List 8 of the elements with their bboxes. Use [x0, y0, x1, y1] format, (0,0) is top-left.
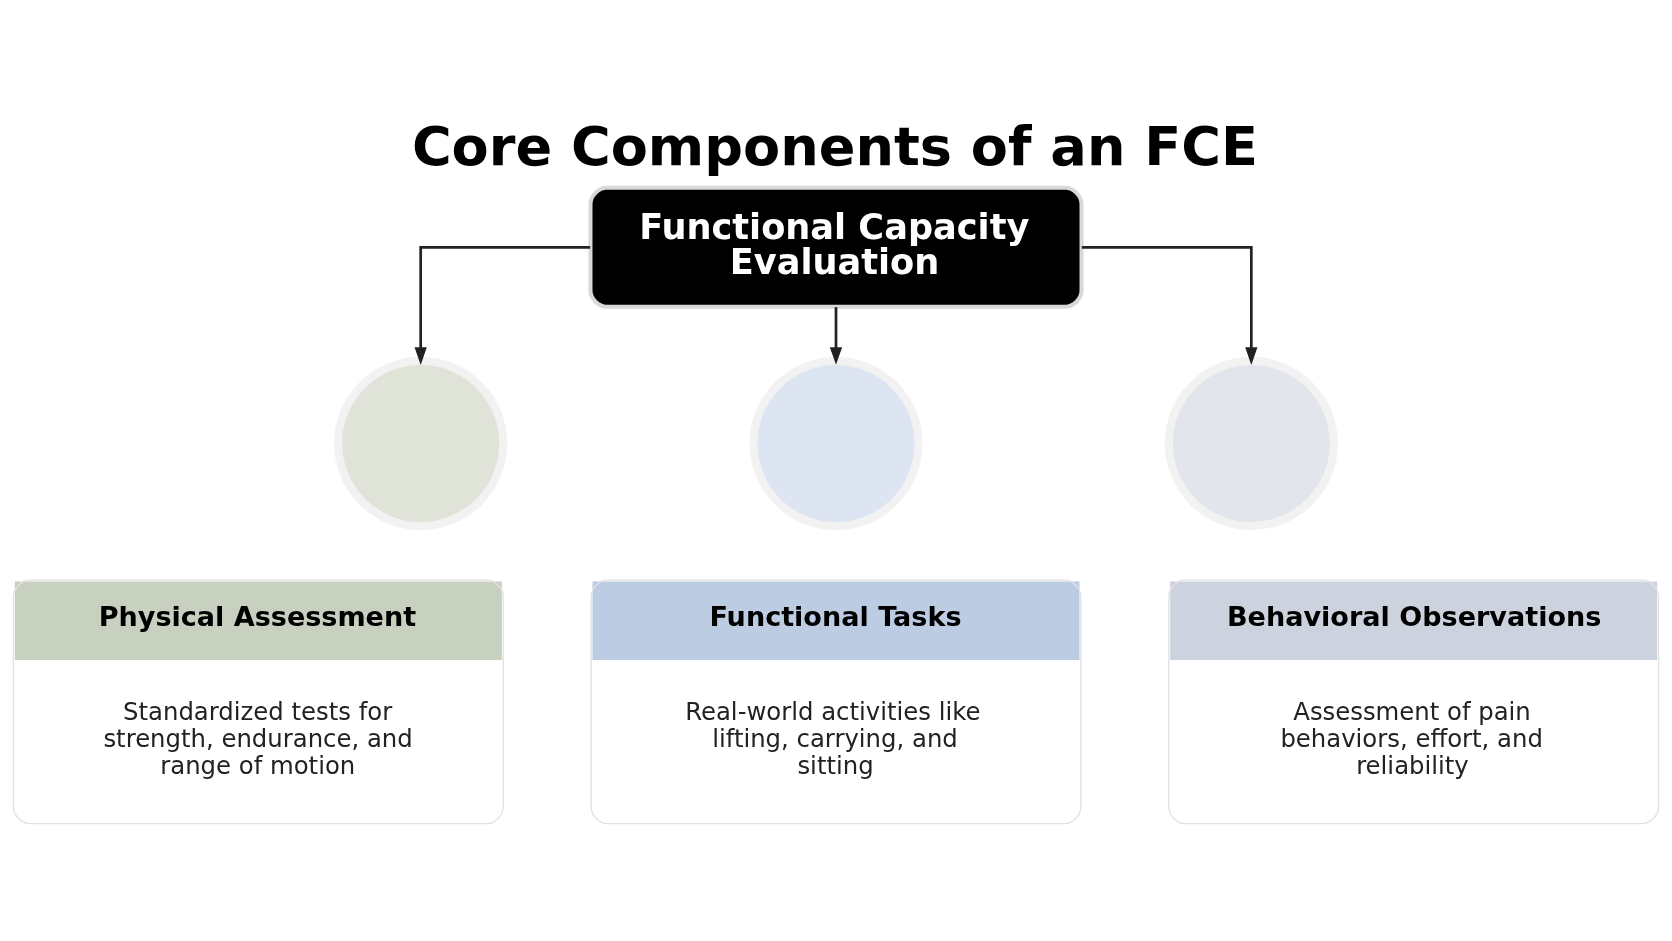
arrow [829, 307, 843, 365]
arrow [1081, 245, 1258, 365]
diagram-title: Core Components of an FCE [411, 114, 1258, 178]
arrow [414, 245, 591, 365]
node-circle [749, 356, 923, 531]
node-circle [1164, 356, 1338, 531]
node-circle [334, 356, 508, 531]
node-box: Functional Capacity Evaluation [588, 185, 1084, 309]
